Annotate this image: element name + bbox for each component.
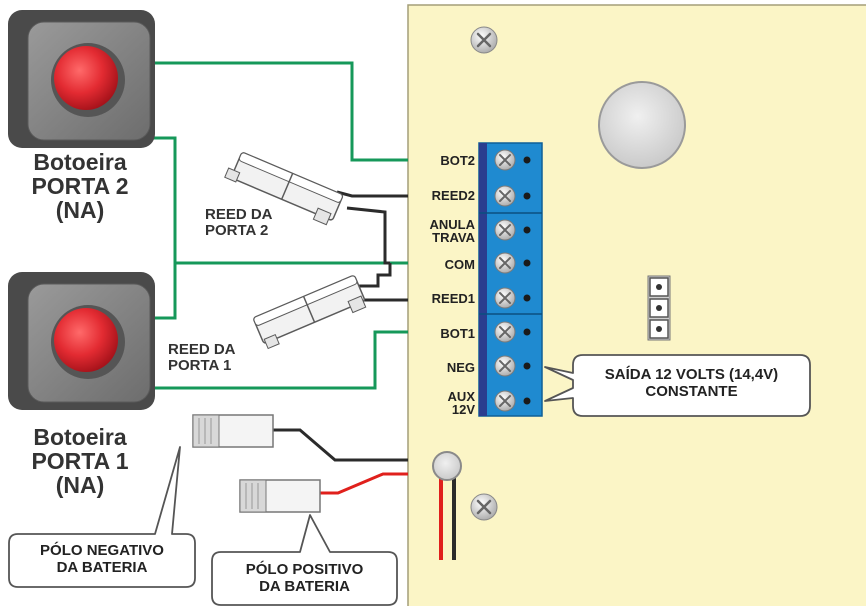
battery-negative-callout-line1: PÓLO NEGATIVO bbox=[40, 542, 164, 559]
terminal-screw-icon bbox=[494, 185, 516, 207]
button-door-1-label-line3: (NA) bbox=[55, 472, 105, 499]
reed-door-2-label-line2: PORTA 2 bbox=[205, 221, 269, 239]
terminal-label-reed2: REED2 bbox=[405, 189, 475, 202]
terminal-label-trava-text: TRAVA bbox=[432, 230, 475, 245]
battery-negative-callout: PÓLO NEGATIVO DA BATERIA bbox=[9, 542, 195, 577]
push-button-door-2 bbox=[8, 10, 155, 148]
button-door-1-label: Botoeira PORTA 1 (NA) bbox=[5, 424, 155, 499]
terminal-label-12v-text: 12V bbox=[451, 402, 475, 417]
terminal-label-com: COM bbox=[405, 258, 475, 271]
terminal-screw-icon bbox=[494, 149, 516, 171]
terminal-contact-dot bbox=[523, 328, 531, 336]
battery-negative-callout-bubble bbox=[8, 446, 196, 588]
board-screw-bottom-icon bbox=[470, 493, 498, 521]
terminal-screw-icon bbox=[494, 321, 516, 343]
output-callout-line2: CONSTANTE bbox=[645, 383, 738, 401]
terminal-contact-dot bbox=[523, 226, 531, 234]
button-door-2-label: Botoeira PORTA 2 (NA) bbox=[5, 149, 155, 224]
terminal-label-reed1: REED1 bbox=[405, 292, 475, 305]
reed-door-1-label: REED DA PORTA 1 bbox=[168, 342, 236, 374]
red-wire bbox=[318, 472, 408, 495]
terminal-contact-dot bbox=[523, 362, 531, 370]
terminal-screw-icon bbox=[494, 355, 516, 377]
battery-negative-connector bbox=[192, 414, 274, 448]
terminal-screws bbox=[494, 149, 531, 412]
output-callout-bubble bbox=[544, 354, 811, 417]
output-callout-line1: SAÍDA 12 VOLTS (14,4V) bbox=[604, 366, 779, 383]
terminal-screw-icon bbox=[494, 390, 516, 412]
reed-door-1-label-line2: PORTA 1 bbox=[168, 356, 232, 374]
terminal-contact-dot bbox=[523, 259, 531, 267]
terminal-block bbox=[478, 142, 543, 417]
button-door-2-label-line1: Botoeira bbox=[33, 149, 127, 175]
terminal-label-neg-text: NEG bbox=[446, 360, 475, 375]
battery-positive-connector bbox=[239, 479, 321, 513]
battery-positive-callout-line2: DA BATERIA bbox=[259, 578, 350, 596]
jumper-header bbox=[647, 275, 671, 341]
terminal-label-anula-text: ANULA bbox=[429, 217, 476, 232]
reed-door-2-label-line1: REED DA bbox=[205, 206, 273, 223]
battery-wire-grommet bbox=[432, 451, 462, 560]
battery-negative-callout-line2: DA BATERIA bbox=[56, 559, 148, 577]
terminal-label-aux-text: AUX bbox=[447, 389, 475, 404]
button-door-2-label-line3: (NA) bbox=[55, 197, 105, 224]
terminal-label-bot2-text: BOT2 bbox=[440, 153, 475, 168]
push-button-door-1 bbox=[8, 272, 155, 410]
terminal-label-neg: NEG bbox=[405, 361, 475, 374]
button-door-1-label-line2: PORTA 1 bbox=[31, 448, 129, 475]
terminal-label-bot1: BOT1 bbox=[405, 327, 475, 340]
green-wires bbox=[150, 61, 408, 390]
terminal-label-bot2: BOT2 bbox=[405, 154, 475, 167]
terminal-label-bot1-text: BOT1 bbox=[440, 326, 475, 341]
terminal-label-reed1-text: REED1 bbox=[431, 291, 475, 306]
button-door-2-label-line2: PORTA 2 bbox=[31, 173, 129, 200]
terminal-contact-dot bbox=[523, 156, 531, 164]
terminal-contact-dot bbox=[523, 294, 531, 302]
reed-door-2-label: REED DA PORTA 2 bbox=[205, 207, 273, 239]
reed-door-1-label-line1: REED DA bbox=[168, 341, 236, 358]
terminal-screw-icon bbox=[494, 252, 516, 274]
board-screw-top-icon bbox=[470, 26, 498, 54]
terminal-contact-dot bbox=[523, 397, 531, 405]
reed-switch-door-1 bbox=[253, 275, 367, 350]
terminal-label-anula-trava: ANULA TRAVA bbox=[405, 217, 476, 245]
battery-positive-callout-line1: PÓLO POSITIVO bbox=[245, 561, 364, 578]
reed-switch-door-2 bbox=[224, 152, 344, 226]
terminal-label-aux-12v: AUX 12V bbox=[405, 390, 475, 416]
button-door-1-label-line1: Botoeira bbox=[33, 424, 127, 450]
battery-positive-callout: PÓLO POSITIVO DA BATERIA bbox=[212, 561, 397, 596]
battery-positive-callout-bubble bbox=[211, 514, 398, 606]
terminal-screw-icon bbox=[494, 219, 516, 241]
buzzer-disc bbox=[598, 81, 686, 169]
terminal-label-com-text: COM bbox=[444, 257, 475, 272]
terminal-screw-icon bbox=[494, 287, 516, 309]
output-callout: SAÍDA 12 VOLTS (14,4V) CONSTANTE bbox=[573, 366, 810, 401]
terminal-label-reed2-text: REED2 bbox=[431, 188, 475, 203]
terminal-contact-dot bbox=[523, 192, 531, 200]
